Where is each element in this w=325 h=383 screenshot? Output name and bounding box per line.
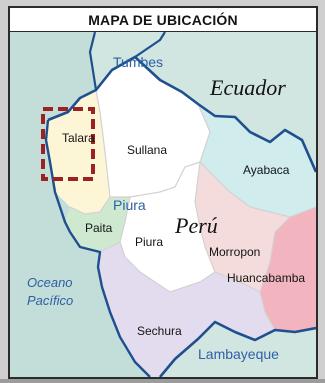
piura-department-border [47, 55, 316, 173]
ayabaca-label: Ayabaca [243, 163, 290, 177]
ecuador-label: Ecuador [209, 75, 286, 100]
piura-lambayeque-border [159, 320, 316, 377]
lambayeque-label: Lambayeque [198, 346, 279, 362]
sechura-label: Sechura [137, 324, 182, 338]
talara-label: Talara [62, 131, 95, 145]
sechura-region [98, 242, 275, 377]
huancabamba-label: Huancabamba [227, 271, 305, 285]
ocean-label-line1: Oceano [27, 275, 73, 290]
paita-region [65, 197, 130, 252]
ecuador-region [135, 32, 316, 172]
lambayeque-region [160, 322, 316, 377]
piura-region-label: Piura [113, 197, 146, 213]
ocean-label-line2: Pacífico [27, 293, 73, 308]
location-map: Tumbes Ecuador Talara Sullana Ayabaca Pi… [10, 32, 316, 377]
peru-label: Perú [174, 213, 218, 238]
coastline [44, 119, 151, 377]
tumbes-label: Tumbes [113, 54, 163, 70]
province-borders [69, 89, 316, 331]
map-title: MAPA DE UBICACIÓN [10, 8, 316, 32]
peru-ecuador-border [88, 32, 166, 91]
bottom-strip [0, 379, 325, 383]
talara-highlight-box [41, 107, 95, 181]
sullana-label: Sullana [127, 143, 167, 157]
paita-label: Paita [85, 221, 113, 235]
map-frame: MAPA DE UBICACIÓN [8, 6, 318, 379]
piura-province-region [120, 162, 215, 292]
morropon-label: Morropon [209, 245, 260, 259]
piura-province-label: Piura [135, 235, 163, 249]
morropon-region [195, 162, 290, 292]
